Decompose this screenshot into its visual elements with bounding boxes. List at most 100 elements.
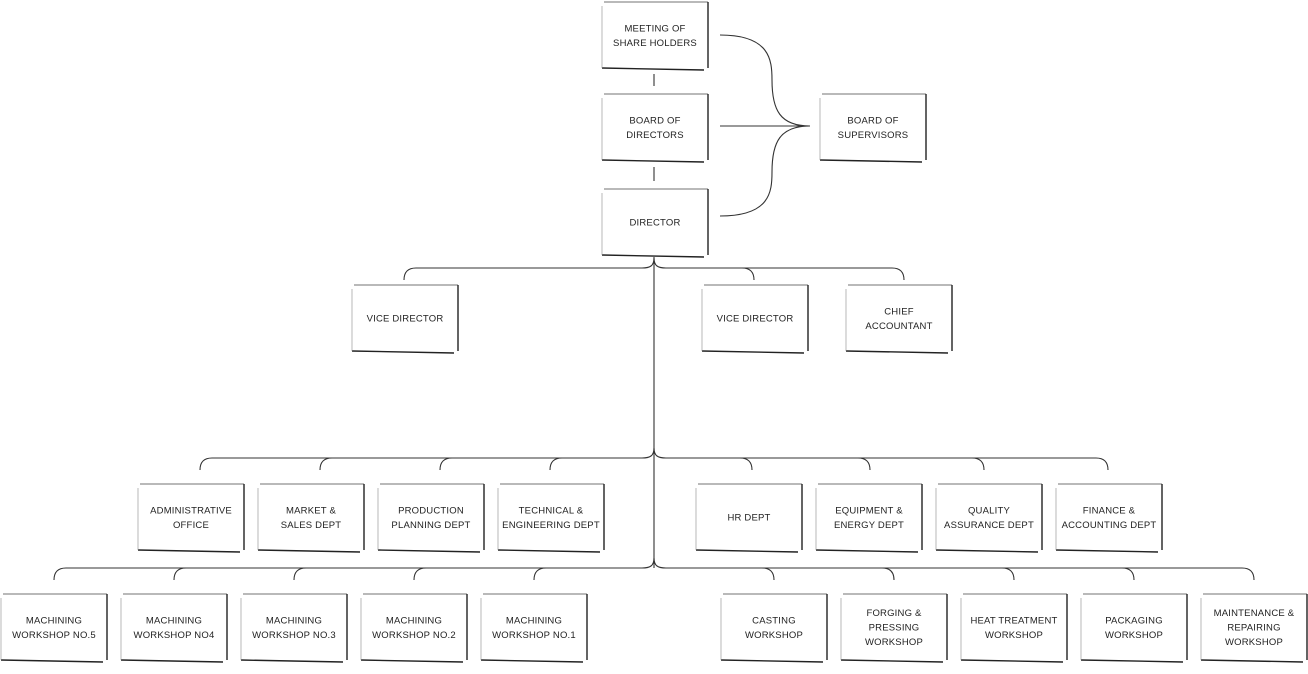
connector-branch-row2-curl [857,457,871,471]
node-box [1056,484,1162,550]
node-label: REPAIRING [1227,623,1280,634]
connector-branch-row3-curl [1001,567,1015,581]
node-label: ACCOUNTANT [865,321,932,332]
node-packaging: PACKAGING WORKSHOP [1080,593,1188,663]
node-box [696,484,802,550]
node-edge-bottom [601,67,705,71]
node-edge-bottom [960,659,1064,663]
node-machining-1: MACHINING WORKSHOP NO.1 [480,593,588,663]
connector-branch-row3-curl [173,567,187,581]
node-label: OFFICE [173,520,209,531]
node-edge-bottom [257,549,361,553]
node-vice-director-1: VICE DIRECTOR [351,284,459,354]
node-box [138,484,244,550]
connector-branch-row2 [199,447,1109,471]
node-box [602,94,708,160]
connector-branch-row2-curl [971,457,985,471]
node-edge-bottom [351,350,455,354]
node-edge-bottom [845,350,949,354]
node-box [378,484,484,550]
node-label: CASTING [752,615,796,626]
node-box [602,2,708,68]
node-label: EQUIPMENT & [835,505,903,516]
connector-branch-row3-curl [881,567,895,581]
connectors [53,34,1255,581]
node-edge-bottom [137,549,241,553]
connector-branch-row3-curl [413,567,427,581]
node-label: ACCOUNTING DEPT [1062,520,1157,531]
node-technical-engineering: TECHNICAL &ENGINEERING DEPT [497,483,605,553]
connector-branch-row3 [53,557,1255,581]
node-label: MACHINING [146,615,202,626]
node-label: WORKSHOP [1105,630,1163,641]
node-box [816,484,922,550]
node-box [121,594,227,660]
node-casting: CASTING WORKSHOP [720,593,828,663]
node-edge-bottom [0,659,104,663]
connector-branch-row2-curl [739,457,753,471]
node-edge-bottom [497,549,601,553]
node-box [1,594,107,660]
node-label: WORKSHOP [865,637,923,648]
node-box [721,594,827,660]
node-box [1201,594,1307,660]
node-box [498,484,604,550]
node-box [352,285,458,351]
node-label: ENERGY DEPT [834,520,904,531]
node-edge-bottom [815,549,919,553]
node-label: MACHINING [506,615,562,626]
connector-bracket-upper [719,34,811,127]
node-label: ADMINISTRATIVE [150,505,232,516]
node-edge-bottom [819,159,923,163]
node-label: WORKSHOP NO4 [134,630,215,641]
node-edge-bottom [360,659,464,663]
node-label: VICE DIRECTOR [717,314,794,325]
node-label: VICE DIRECTOR [367,314,444,325]
node-director: DIRECTOR [601,188,709,258]
node-edge-bottom [701,350,805,354]
node-edge-bottom [601,159,705,163]
node-box [602,189,708,255]
connector-branch-row2-curl [319,457,333,471]
node-label: SHARE HOLDERS [613,38,697,49]
node-label: FINANCE & [1083,505,1136,516]
node-label: ASSURANCE DEPT [944,520,1034,531]
connector-branch-row1-curl [741,267,755,281]
node-label: WORKSHOP [985,630,1043,641]
node-edge-bottom [377,549,481,553]
connector-branch-row3-curl [1121,567,1135,581]
node-edge-bottom [695,549,799,553]
node-board-supervisors: BOARD OF SUPERVISORS [819,93,927,163]
node-label: PACKAGING [1105,615,1163,626]
node-label: PRESSING [869,623,920,634]
node-edge-bottom [720,659,824,663]
connector-branch-row1 [403,257,905,281]
node-box [820,94,926,160]
node-box [258,484,364,550]
node-box [846,285,952,351]
node-label: HR DEPT [727,513,770,524]
node-administrative-office: ADMINISTRATIVE OFFICE [137,483,245,553]
node-label: WORKSHOP NO.2 [372,630,456,641]
node-box [961,594,1067,660]
node-label: MAINTENANCE & [1214,608,1295,619]
node-edge-bottom [1055,549,1159,553]
node-label: MARKET & [286,505,336,516]
node-label: DIRECTORS [626,130,684,141]
node-label: FORGING & [866,608,922,619]
node-label: SUPERVISORS [838,130,909,141]
node-box [241,594,347,660]
node-label: WORKSHOP [745,630,803,641]
node-label: BOARD OF [847,115,898,126]
node-label: WORKSHOP NO.1 [492,630,576,641]
node-finance-accounting: FINANCE & ACCOUNTING DEPT [1055,483,1163,553]
node-label: PRODUCTION [398,505,464,516]
